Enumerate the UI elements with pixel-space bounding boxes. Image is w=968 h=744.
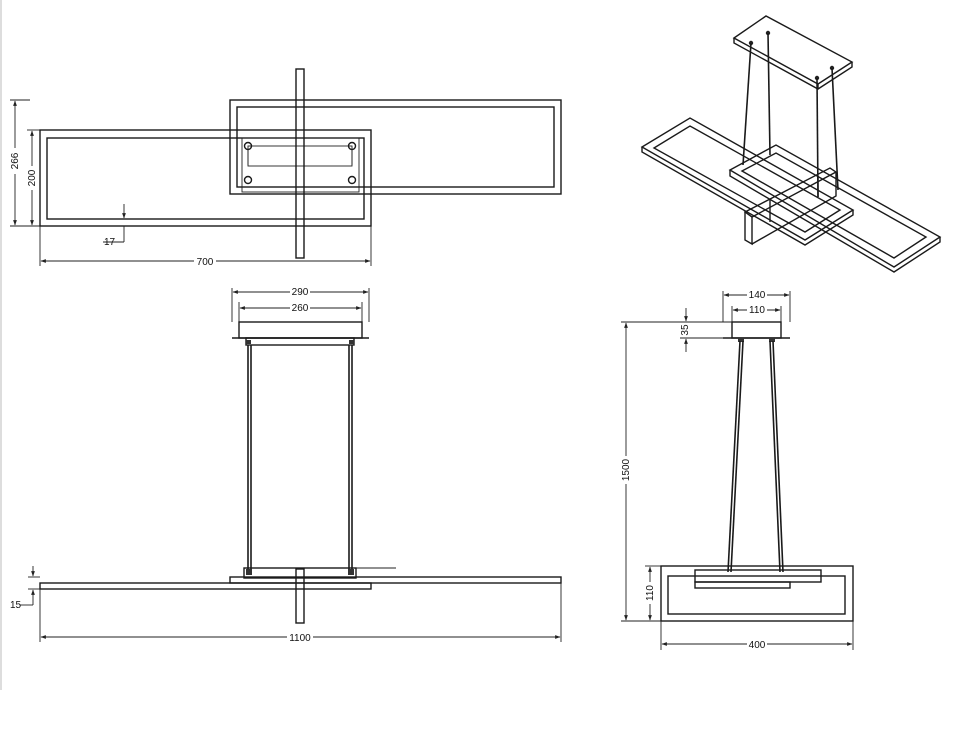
top-vertical-bar	[295, 68, 305, 259]
iso-wire	[831, 67, 839, 191]
dim-700-label: 700	[197, 257, 214, 268]
top-right-frame-inner	[236, 106, 555, 188]
dim-290-label: 290	[292, 287, 309, 298]
side-wire	[727, 340, 741, 573]
side-wire	[772, 340, 784, 573]
dim-15-label: 15	[10, 600, 22, 611]
side-wire	[730, 340, 744, 573]
front-view: 290 260 15 11	[10, 286, 562, 644]
dim-400-label: 400	[749, 640, 766, 651]
side-frame-inner	[667, 575, 846, 615]
side-frame-outer	[660, 565, 854, 622]
iso-canopy-side	[733, 38, 853, 90]
top-canopy-outline	[241, 137, 360, 193]
dim-266-label: 266	[10, 152, 21, 169]
dim-260-label: 260	[292, 303, 309, 314]
dim-200-label: 200	[27, 169, 38, 186]
iso-left-frame-inner	[652, 125, 842, 233]
top-left-frame-outer	[39, 129, 372, 227]
dim-110-top-label: 110	[749, 305, 765, 316]
iso-wire	[767, 32, 771, 156]
side-wire	[769, 340, 781, 573]
mount-hole-icon	[243, 175, 253, 185]
isometric-view	[640, 15, 942, 273]
dim-140-label: 140	[749, 290, 766, 301]
top-canopy-plate	[247, 145, 353, 167]
side-canopy	[731, 321, 782, 339]
dim-110-frame-label: 110	[645, 585, 656, 601]
dim-17-label: 17	[104, 237, 116, 248]
top-left-frame-inner	[46, 137, 365, 220]
dim-1100-label: 1100	[289, 633, 311, 644]
front-left-frame	[39, 582, 372, 590]
front-right-frame	[229, 576, 562, 584]
dim-1500-label: 1500	[621, 458, 632, 481]
top-view: 266 200 17 700	[8, 68, 562, 268]
side-view: 140 110 35 1500 110	[619, 289, 854, 651]
mount-hole-icon	[243, 141, 253, 151]
iso-right-frame-inner	[740, 152, 928, 259]
front-vertical-bar	[295, 568, 305, 624]
iso-canopy-top	[732, 15, 854, 85]
top-right-frame-outer	[229, 99, 562, 195]
dim-35-label: 35	[680, 324, 691, 336]
iso-wire	[742, 42, 752, 166]
front-canopy	[238, 321, 363, 339]
mount-hole-icon	[347, 175, 357, 185]
mount-hole-icon	[347, 141, 357, 151]
